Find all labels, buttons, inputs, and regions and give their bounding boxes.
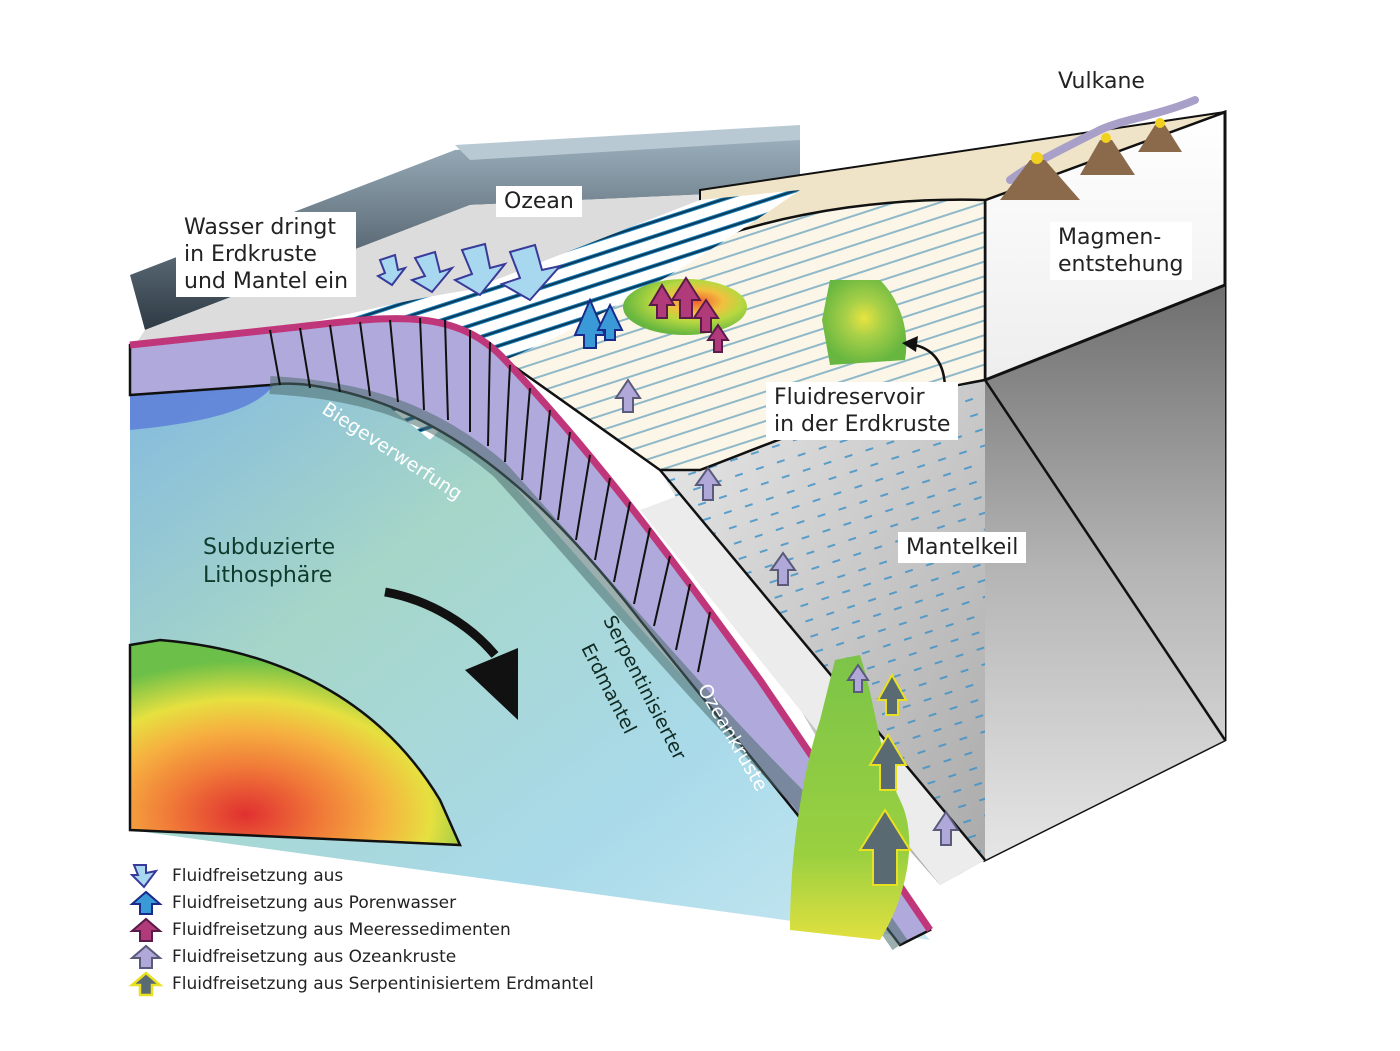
legend-label: Fluidfreisetzung aus Meeressedimenten: [172, 919, 511, 940]
volcano-icon: [1000, 160, 1080, 200]
ocean-crust-band: [128, 315, 933, 951]
label-wasser-line1: Wasser dringt: [184, 215, 336, 240]
subducted-lithosphere: [128, 330, 930, 940]
arrow-down-icon: [129, 863, 159, 889]
label-ozean: Ozean: [496, 186, 582, 217]
arrow-down-icon: [409, 250, 456, 294]
arrow-up-icon: [876, 672, 908, 716]
label-vulkane: Vulkane: [1058, 69, 1145, 94]
arrow-down-icon: [375, 253, 408, 287]
label-fluidreservoir-line2: in der Erdkruste: [774, 412, 951, 437]
legend-item: Fluidfreisetzung aus Ozeankruste: [128, 943, 594, 970]
legend-label: Fluidfreisetzung aus: [172, 865, 344, 886]
arrow-down-icon: [452, 242, 508, 297]
legend: Fluidfreisetzung aus Fluidfreisetzung au…: [128, 862, 594, 997]
arrow-up-icon: [596, 302, 624, 341]
volcanoes: [1000, 96, 1199, 200]
mantle-wedge: [640, 379, 1227, 885]
hot-mantle-region: [128, 638, 462, 847]
label-wasser-line2: in Erdkruste: [184, 242, 317, 267]
arrow-up-icon: [670, 276, 702, 319]
arrow-up-icon: [706, 323, 730, 353]
legend-label: Fluidfreisetzung aus Porenwasser: [172, 892, 457, 913]
legend-label: Fluidfreisetzung aus Serpentinisiertem E…: [172, 973, 594, 994]
arrow-up-icon: [769, 551, 797, 586]
legend-item: Fluidfreisetzung aus: [128, 862, 594, 889]
label-magmen-line1: Magmen-: [1058, 225, 1162, 250]
arrow-down-icon: [499, 243, 563, 302]
arrow-up-icon: [932, 810, 960, 846]
label-fluidreservoir: Fluidreservoir in der Erdkruste: [766, 382, 959, 440]
legend-item: Fluidfreisetzung aus Meeressedimenten: [128, 916, 594, 943]
arrow-up-icon: [128, 970, 164, 996]
legend-item: Fluidfreisetzung aus Porenwasser: [128, 889, 594, 916]
arrow-up-icon: [129, 917, 163, 942]
arrow-up-icon: [858, 808, 912, 886]
label-magmenentstehung: Magmen- entstehung: [1050, 222, 1192, 280]
ocean-plate-surface: [130, 190, 800, 440]
arrow-up-icon: [614, 378, 642, 413]
arrow-up-icon: [692, 298, 720, 333]
water-inflow-arrows: [375, 242, 563, 302]
arrow-up-icon: [648, 283, 676, 319]
arrow-up-icon: [129, 890, 163, 915]
arrow-up-icon: [694, 466, 722, 501]
legend-item: Fluidfreisetzung aus Serpentinisiertem E…: [128, 970, 594, 997]
label-subduzierte-line1: Subduzierte: [203, 535, 336, 560]
arrow-up-icon: [846, 663, 870, 693]
fluid-release-arrows: [573, 276, 960, 886]
label-wasser-line3: und Mantel ein: [184, 269, 349, 294]
label-fluidreservoir-line1: Fluidreservoir: [774, 385, 925, 410]
legend-label: Fluidfreisetzung aus Ozeankruste: [172, 946, 457, 967]
label-subduzierte-lithosphaere: Subduzierte Lithosphäre: [203, 534, 335, 590]
label-magmen-line2: entstehung: [1058, 252, 1184, 277]
label-mantelkeil: Mantelkeil: [898, 532, 1027, 563]
volcano-icon: [1080, 140, 1135, 175]
subduction-direction-arrow: [384, 587, 518, 720]
arrow-up-icon: [573, 297, 607, 349]
label-wasser-dringt: Wasser dringt in Erdkruste und Mantel ei…: [176, 212, 357, 297]
arrow-up-icon: [129, 944, 163, 969]
arrow-up-icon: [868, 733, 908, 791]
label-subduzierte-line2: Lithosphäre: [203, 563, 333, 588]
volcano-icon: [1138, 125, 1182, 152]
